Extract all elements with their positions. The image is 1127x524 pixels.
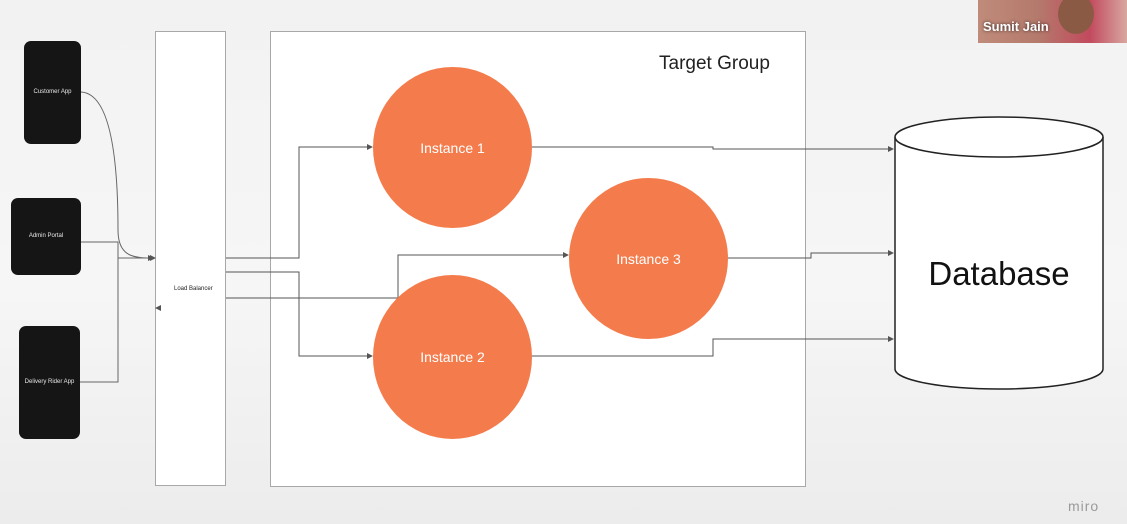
- target-group-title: Target Group: [659, 53, 770, 74]
- participant-video-tile[interactable]: Sumit Jain: [978, 0, 1127, 43]
- database-cylinder[interactable]: [894, 116, 1104, 390]
- instance-3-node[interactable]: Instance 3: [569, 178, 728, 339]
- instance-3-label: Instance 3: [616, 250, 681, 267]
- participant-name: Sumit Jain: [983, 19, 1049, 34]
- instance-1-node[interactable]: Instance 1: [373, 67, 532, 228]
- load-balancer-label: Load Balancer: [174, 286, 213, 292]
- client-customer-app-label: Customer App: [33, 89, 72, 95]
- client-customer-app[interactable]: Customer App: [24, 41, 81, 144]
- connector-instance2-to-db: [532, 336, 894, 357]
- database-label: Database: [928, 255, 1070, 292]
- instance-2-node[interactable]: Instance 2: [373, 275, 532, 439]
- instance-1-label: Instance 1: [420, 139, 485, 156]
- connector-instance1-to-db: [532, 146, 894, 152]
- connector-admin-to-lb: [80, 241, 119, 258]
- connector-customer-to-lb: [79, 91, 156, 261]
- connector-rider-to-lb: [80, 255, 154, 383]
- client-delivery-rider-app[interactable]: Delivery Rider App: [19, 326, 80, 439]
- miro-watermark: miro: [1068, 498, 1100, 514]
- instance-2-label: Instance 2: [420, 349, 485, 365]
- client-admin-portal-label: Admin Portal: [28, 233, 64, 239]
- connector-lb-to-instance2: [226, 271, 373, 359]
- connector-lb-to-instance3: [226, 252, 569, 299]
- client-admin-portal[interactable]: Admin Portal: [11, 198, 81, 275]
- participant-video-feed: [1058, 0, 1094, 34]
- connector-lb-to-instance1: [226, 144, 373, 259]
- connector-instance3-to-db: [728, 250, 894, 259]
- client-delivery-rider-app-label: Delivery Rider App: [24, 379, 75, 385]
